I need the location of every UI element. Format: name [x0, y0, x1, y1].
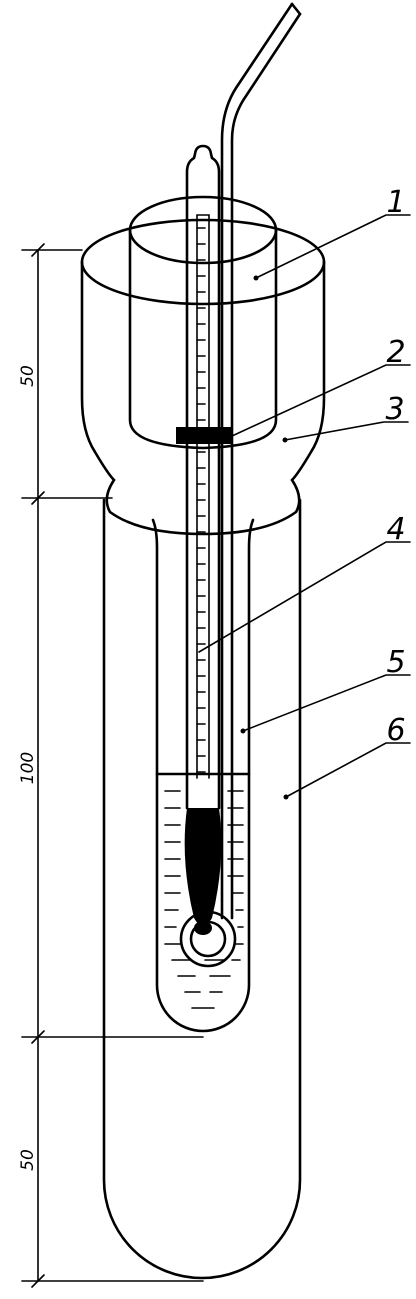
- stirrer-wire: [179, 2, 302, 968]
- dimension-middle: 100: [18, 752, 38, 784]
- callout-4: 4: [198, 512, 411, 653]
- outer-collar: [80, 218, 326, 536]
- callout-6: 6: [283, 713, 411, 800]
- label-3: 3: [385, 392, 404, 427]
- label-2: 2: [386, 335, 405, 370]
- callout-2: 2: [231, 335, 411, 437]
- dimension-bottom: 50: [18, 1149, 38, 1171]
- thermometer-bulb: [184, 808, 222, 926]
- liquid: [155, 772, 251, 1009]
- callout-1: 1: [253, 185, 411, 281]
- label-4: 4: [386, 512, 405, 547]
- inner-tube: [151, 518, 255, 1033]
- thermometer: [184, 144, 222, 926]
- dimension-lines: [21, 243, 204, 1288]
- callout-5: 5: [240, 645, 411, 734]
- label-1: 1: [386, 185, 405, 220]
- outer-test-tube: [102, 498, 302, 1280]
- callout-3: 3: [282, 392, 409, 443]
- stopper-band: [176, 427, 232, 444]
- label-5: 5: [386, 645, 405, 680]
- label-6: 6: [386, 713, 405, 748]
- inner-cup: [128, 195, 278, 450]
- dimension-top: 50: [18, 365, 38, 387]
